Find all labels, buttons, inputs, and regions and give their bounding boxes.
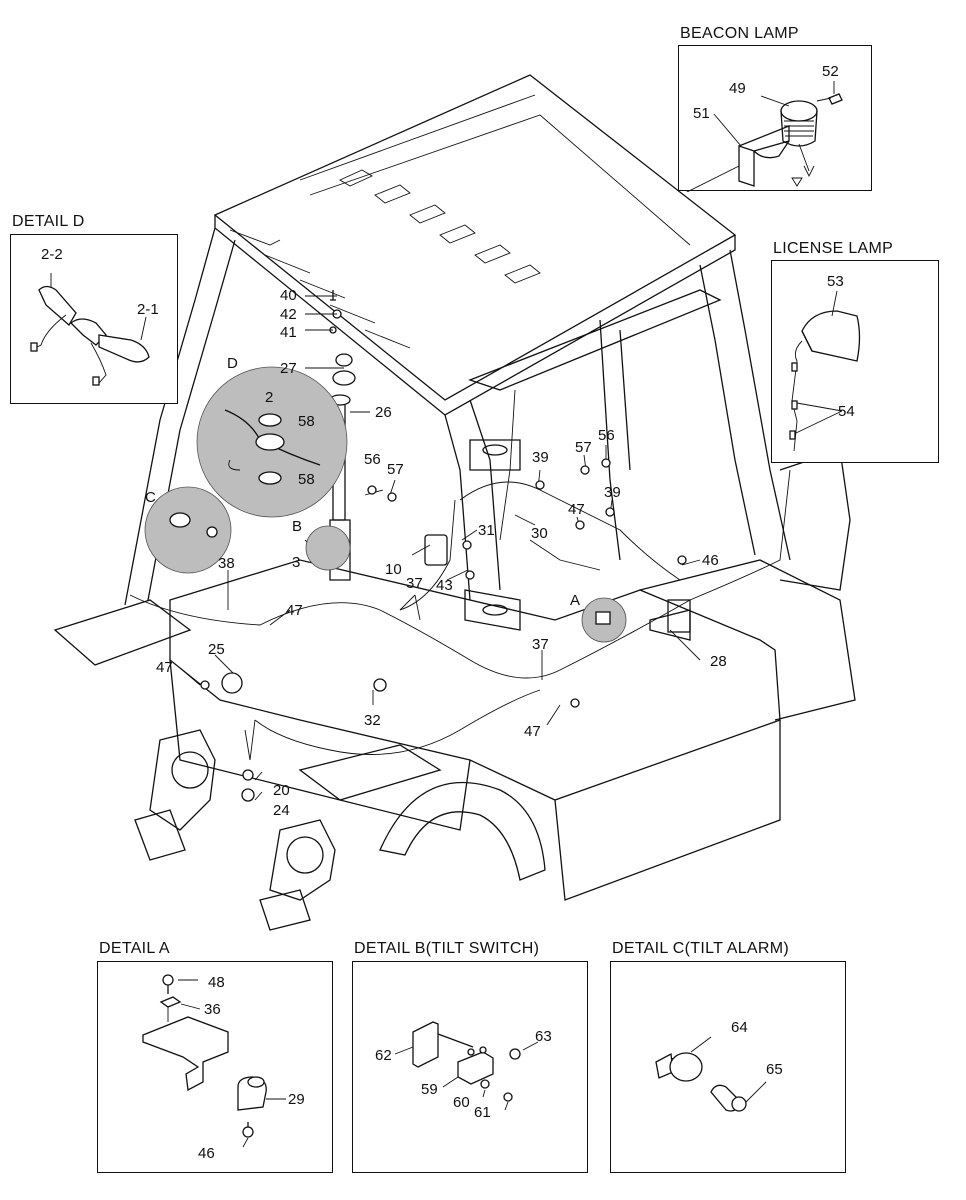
- beacon-lamp-title: BEACON LAMP: [680, 25, 799, 42]
- callout-39-b: 39: [604, 484, 621, 501]
- callout-25: 25: [208, 641, 225, 658]
- license-lamp-panel: 53 54: [771, 260, 939, 463]
- callout-54: 54: [838, 403, 855, 420]
- callout-c: C: [145, 489, 156, 506]
- callout-d: D: [227, 355, 238, 372]
- callout-28: 28: [710, 653, 727, 670]
- callout-43: 43: [436, 577, 453, 594]
- callout-26: 26: [375, 404, 392, 421]
- callout-41: 41: [280, 324, 297, 341]
- callout-48: 48: [208, 974, 225, 991]
- detail-a-title: DETAIL A: [99, 940, 170, 957]
- callout-32: 32: [364, 712, 381, 729]
- detail-b-title: DETAIL B(TILT SWITCH): [354, 940, 540, 957]
- callout-59: 59: [421, 1081, 438, 1098]
- callout-64: 64: [731, 1019, 748, 1036]
- callout-46-detail: 46: [198, 1145, 215, 1162]
- beacon-lamp-drawing: [685, 81, 843, 192]
- callout-61: 61: [474, 1104, 491, 1121]
- callout-37-b: 37: [532, 636, 549, 653]
- callout-29: 29: [288, 1091, 305, 1108]
- callout-a: A: [570, 592, 581, 609]
- callout-20: 20: [273, 782, 290, 799]
- callout-42: 42: [280, 306, 297, 323]
- callout-47-a: 47: [286, 602, 303, 619]
- beacon-lamp-panel: 49 52 51: [678, 45, 872, 192]
- callout-47-c: 47: [568, 501, 585, 518]
- callout-49: 49: [729, 80, 746, 97]
- callout-37-a: 37: [406, 575, 423, 592]
- callout-51: 51: [693, 105, 710, 122]
- callout-52: 52: [822, 63, 839, 80]
- callout-62: 62: [375, 1047, 392, 1064]
- detail-d-title: DETAIL D: [12, 213, 85, 230]
- callout-58-lower: 58: [298, 471, 315, 488]
- callout-63: 63: [535, 1028, 552, 1045]
- callout-2-2: 2-2: [41, 246, 63, 263]
- callout-53: 53: [827, 273, 844, 290]
- callout-36: 36: [204, 1001, 221, 1018]
- callout-47-d: 47: [524, 723, 541, 740]
- detail-c-panel: 64 65: [610, 961, 846, 1173]
- detail-c-title: DETAIL C(TILT ALARM): [612, 940, 789, 957]
- callout-27: 27: [280, 360, 297, 377]
- callout-38: 38: [218, 555, 235, 572]
- callout-57-right: 57: [575, 439, 592, 456]
- detail-d-panel: 2-2 2-1: [10, 234, 178, 404]
- callout-30: 30: [531, 525, 548, 542]
- callout-60: 60: [453, 1094, 470, 1111]
- callout-46: 46: [702, 552, 719, 569]
- callout-3: 3: [292, 554, 301, 571]
- callout-56-right: 56: [598, 427, 615, 444]
- detail-b-drawing: [394, 1021, 539, 1111]
- callout-b: B: [292, 518, 303, 535]
- detail-b-panel: 62 63 59 60 61: [352, 961, 588, 1173]
- callout-65: 65: [766, 1061, 783, 1078]
- callout-2-1: 2-1: [137, 301, 159, 318]
- detail-d-drawing: [30, 273, 150, 386]
- callout-47-b: 47: [156, 659, 173, 676]
- callout-39-a: 39: [532, 449, 549, 466]
- callout-58-upper: 58: [298, 413, 315, 430]
- callout-2: 2: [265, 389, 274, 406]
- callout-56-left: 56: [364, 451, 381, 468]
- license-lamp-title: LICENSE LAMP: [773, 240, 894, 257]
- callout-31: 31: [478, 522, 495, 539]
- detail-a-panel: 48 36 29 46: [97, 961, 333, 1173]
- detail-a-drawing: [142, 974, 286, 1148]
- callout-57-left: 57: [387, 461, 404, 478]
- callout-40: 40: [280, 287, 297, 304]
- callout-24: 24: [273, 802, 290, 819]
- callout-10: 10: [385, 561, 402, 578]
- license-lamp-drawing: [789, 290, 861, 452]
- detail-c-drawing: [655, 1036, 767, 1112]
